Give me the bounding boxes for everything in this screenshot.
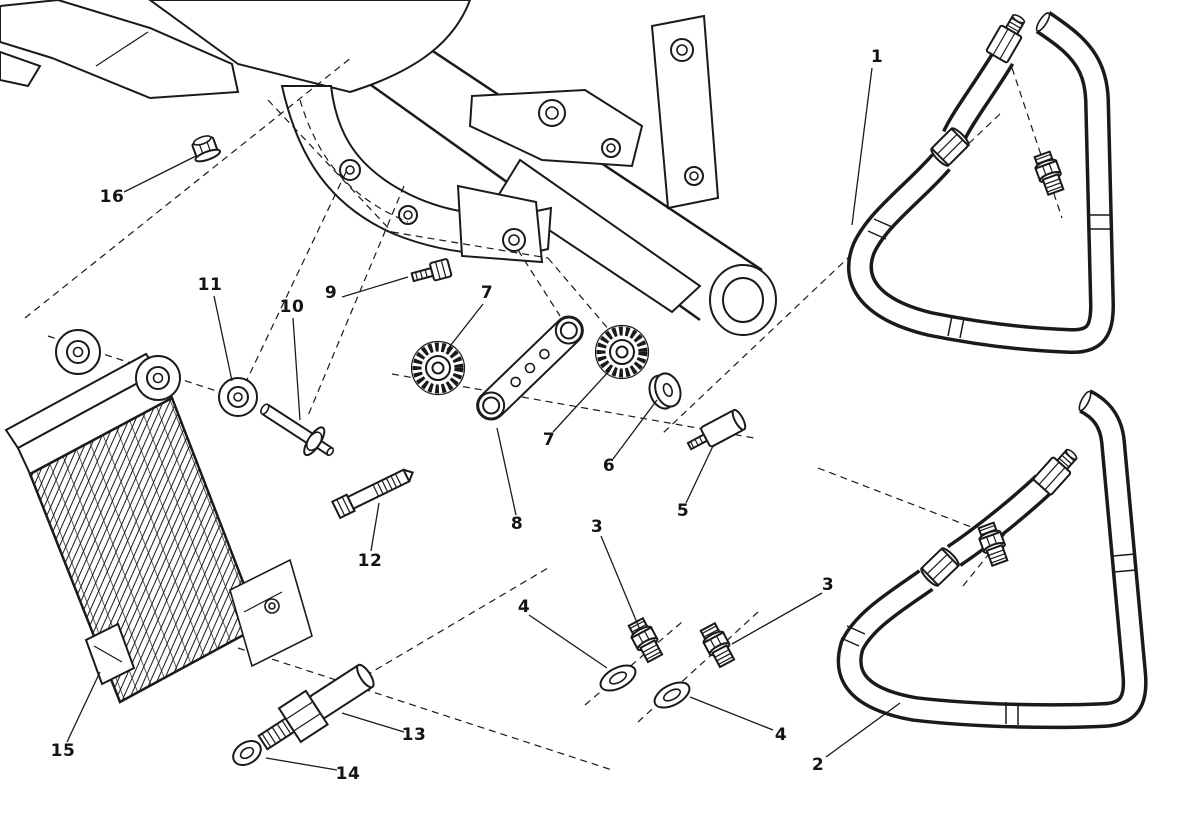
grommet: [218, 377, 258, 417]
sensor-washer: [232, 739, 262, 767]
hose-nut-upper-end: [985, 14, 1026, 64]
seal-washer-left: [599, 664, 637, 692]
cooler-mount-grommet-right: [135, 355, 181, 401]
callout-part-7b: 7: [542, 430, 556, 450]
washer-disc: [648, 372, 682, 410]
linkage-arm: [476, 315, 584, 421]
gear-lower: [594, 324, 650, 380]
callout-part-11: 11: [197, 275, 223, 295]
callout-part-14: 14: [335, 764, 361, 784]
callout-part-12: 12: [357, 551, 383, 571]
callout-part-3b: 3: [821, 575, 835, 595]
callout-part-2: 2: [811, 755, 825, 775]
callout-part-15: 15: [50, 741, 76, 761]
oil-cooler: [4, 329, 313, 704]
frame-gusset: [0, 0, 240, 100]
cooler-bottom-tab: [84, 622, 136, 686]
spacer-pin: [260, 403, 335, 457]
frame-bracket-right: [650, 14, 720, 210]
gear-upper: [410, 340, 466, 396]
oil-pressure-sensor: [257, 663, 375, 751]
hose-union-nut-lower: [920, 547, 960, 587]
oil-hose-upper: [847, 11, 1116, 355]
tank-underside: [148, 0, 472, 94]
callout-part-16: 16: [99, 187, 125, 207]
callout-part-9: 9: [324, 283, 338, 303]
small-bolt: [410, 258, 453, 283]
oil-hose-lower: [836, 389, 1148, 730]
callout-part-10: 10: [279, 297, 305, 317]
callout-part-3a: 3: [590, 517, 604, 537]
frame-assembly: [0, 0, 777, 336]
callout-part-5: 5: [676, 501, 690, 521]
callout-leader-lines: [66, 67, 901, 771]
callout-part-13: 13: [401, 725, 427, 745]
callout-part-6: 6: [602, 456, 616, 476]
standoff-bolt: [686, 408, 747, 451]
cooler-mount-grommet-left: [55, 329, 101, 375]
nipple-fitting-left: [627, 616, 664, 664]
hose-adapter-lower: [977, 521, 1009, 567]
flanged-nut: [191, 135, 222, 163]
frame-plate: [468, 88, 644, 168]
callout-part-4a: 4: [517, 597, 531, 617]
callout-part-7a: 7: [480, 283, 494, 303]
callout-part-8: 8: [510, 514, 524, 534]
hex-bolt: [330, 468, 414, 520]
callout-part-4b: 4: [774, 725, 788, 745]
seal-washer-right: [653, 681, 691, 709]
nipple-fitting-right: [699, 621, 736, 669]
hose-nut-lower-end: [1032, 448, 1078, 496]
cooler-bracket: [229, 558, 313, 668]
callout-part-1: 1: [870, 47, 884, 67]
hose-union-nut-upper: [930, 127, 970, 167]
hose-adapter-upper: [1033, 150, 1065, 196]
